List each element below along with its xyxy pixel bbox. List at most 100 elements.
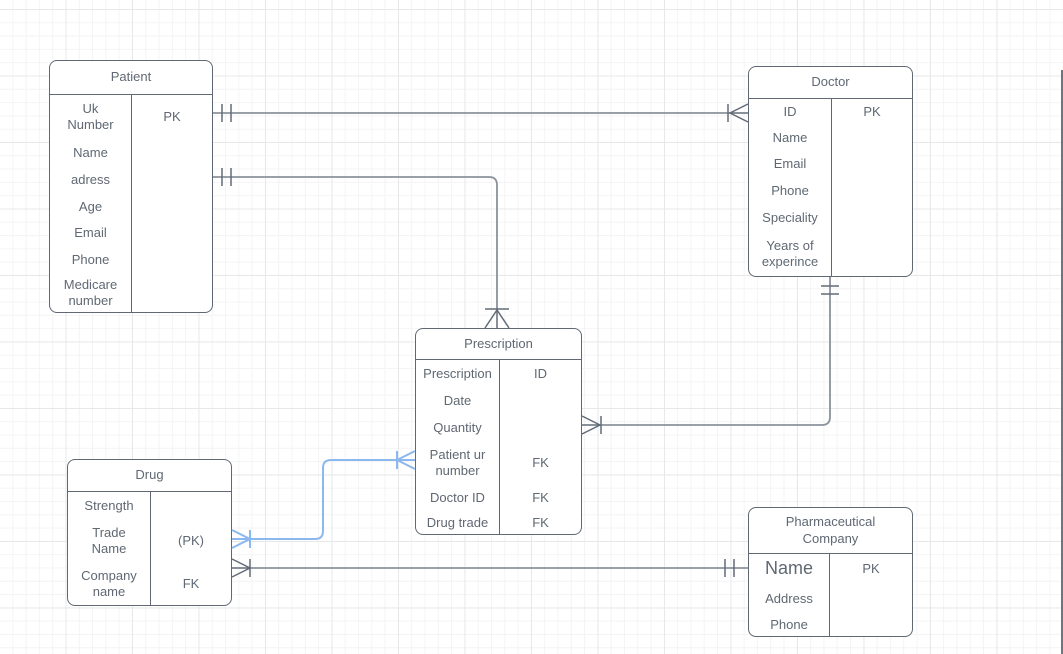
attribute-row: Doctor ID FK	[416, 484, 581, 511]
attribute-label: Email	[74, 225, 107, 241]
key-label: ID	[499, 360, 581, 387]
attribute-row: Email	[749, 151, 912, 177]
attribute-row: Date	[416, 387, 581, 414]
attribute-row: Phone	[50, 246, 212, 273]
attribute-label: Phone	[771, 182, 809, 198]
edge-drug-prescription-selected[interactable]	[231, 450, 416, 549]
attribute-row: Address	[749, 584, 912, 613]
key-label	[131, 139, 212, 166]
entity-title: Doctor	[749, 67, 912, 99]
attribute-row: Quantity	[416, 414, 581, 441]
entity-title: Pharmaceutical Company	[749, 508, 912, 554]
attribute-row: Prescription ID	[416, 360, 581, 387]
attribute-row: Name	[749, 125, 912, 151]
attribute-row: Speciality	[749, 204, 912, 231]
entity-prescription[interactable]: Prescription Prescription ID Date Quanti…	[415, 328, 582, 535]
attribute-row: Strength	[68, 492, 231, 519]
attribute-label: Patient ur number	[429, 446, 486, 478]
attribute-label: Name	[772, 130, 808, 146]
attribute-row: Phone	[749, 613, 912, 636]
attribute-row: ID PK	[749, 99, 912, 125]
edge-patient-doctor[interactable]	[213, 103, 749, 123]
one-and-only-one-ticks-icon	[221, 168, 232, 186]
key-label	[831, 177, 912, 204]
attribute-label: Prescription	[423, 365, 492, 381]
attribute-label: Years of experince	[761, 237, 819, 269]
edge-patient-prescription[interactable]	[213, 168, 510, 329]
attribute-row: Phone	[749, 177, 912, 204]
key-label: PK	[831, 99, 912, 125]
attribute-label: Speciality	[762, 209, 818, 225]
key-label	[131, 246, 212, 273]
attribute-label: Drug trade	[426, 514, 489, 530]
key-label	[829, 584, 912, 613]
attribute-label: Uk Number	[67, 101, 114, 132]
crowsfoot-many-icon	[394, 450, 416, 470]
entity-patient[interactable]: Patient Uk Number PK Name adress Age Ema…	[49, 60, 213, 313]
entity-drug[interactable]: Drug Strength Trade Name (PK) Company na…	[67, 459, 232, 606]
attribute-label: Phone	[770, 616, 808, 632]
attribute-row: Name	[50, 139, 212, 166]
attribute-label: Age	[78, 198, 103, 214]
key-label	[831, 231, 912, 276]
key-label	[831, 204, 912, 231]
key-label: (PK)	[150, 519, 231, 563]
edge-doctor-prescription[interactable]	[581, 277, 839, 435]
attribute-label: Name	[73, 144, 108, 160]
key-label: FK	[499, 511, 581, 534]
key-label: FK	[499, 441, 581, 484]
attribute-row: Age	[50, 193, 212, 220]
attribute-label: Address	[765, 590, 813, 606]
attribute-label: Strength	[84, 497, 134, 513]
key-label	[831, 125, 912, 151]
attribute-label: Date	[443, 392, 472, 408]
attribute-row: Years of experince	[749, 231, 912, 276]
key-label	[829, 613, 912, 636]
key-label: FK	[150, 563, 231, 605]
entity-title: Drug	[68, 460, 231, 492]
edge-drug-pharma[interactable]	[231, 558, 748, 578]
attribute-row: Medicare number	[50, 273, 212, 312]
key-label	[150, 492, 231, 519]
entity-title: Prescription	[416, 329, 581, 360]
crowsfoot-many-icon	[231, 558, 252, 578]
attribute-label: Company name	[81, 568, 137, 599]
attribute-label: ID	[783, 104, 797, 120]
entity-title: Patient	[50, 61, 212, 95]
crowsfoot-many-icon	[727, 103, 749, 123]
one-and-only-one-ticks-icon	[221, 104, 232, 122]
key-label	[131, 193, 212, 220]
attribute-row: Uk Number PK	[50, 95, 212, 139]
key-label	[499, 387, 581, 414]
attribute-row: Trade Name (PK)	[68, 519, 231, 563]
attribute-label: Doctor ID	[430, 489, 485, 505]
attribute-label: adress	[70, 171, 111, 187]
one-and-only-one-ticks-icon	[724, 559, 735, 577]
entity-pharmaceutical-company[interactable]: Pharmaceutical Company Name PK Address P…	[748, 507, 913, 637]
attribute-label: Phone	[71, 251, 110, 267]
window-right-edge	[1061, 70, 1063, 654]
attribute-label: Medicare number	[63, 276, 118, 308]
attribute-label: Trade Name	[91, 525, 127, 556]
attribute-row: Email	[50, 220, 212, 246]
key-label	[499, 414, 581, 441]
one-and-only-one-ticks-icon	[821, 285, 839, 295]
crowsfoot-many-icon	[484, 308, 510, 329]
crowsfoot-many-icon	[231, 529, 253, 549]
key-label	[831, 151, 912, 177]
crowsfoot-many-icon	[581, 415, 602, 435]
entity-doctor[interactable]: Doctor ID PK Name Email Phone Speciality	[748, 66, 913, 277]
key-label: PK	[131, 95, 212, 139]
attribute-row: Name PK	[749, 554, 912, 584]
key-label	[131, 273, 212, 312]
key-label: FK	[499, 484, 581, 511]
attribute-row: Patient ur number FK	[416, 441, 581, 484]
attribute-label: Email	[773, 156, 807, 172]
key-label	[131, 220, 212, 246]
attribute-row: adress	[50, 166, 212, 193]
key-label: PK	[829, 554, 912, 584]
attribute-row: Company name FK	[68, 563, 231, 605]
key-label	[131, 166, 212, 193]
attribute-row: Drug trade FK	[416, 511, 581, 534]
